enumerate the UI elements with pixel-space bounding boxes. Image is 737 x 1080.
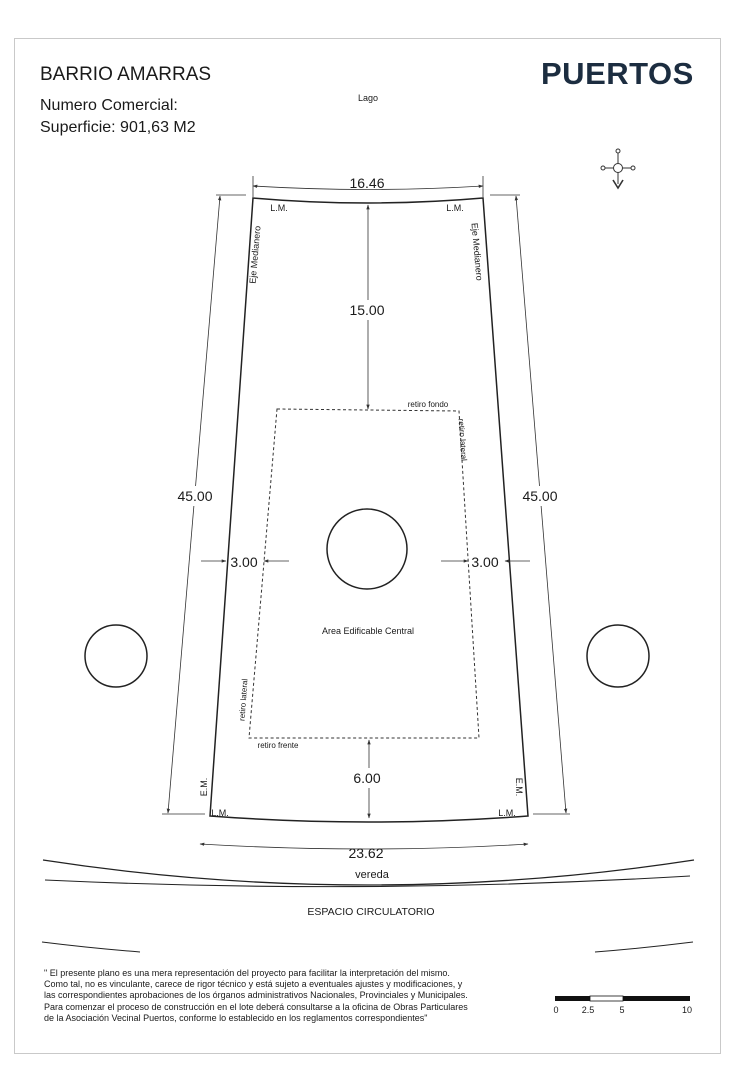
back-setback-bg xyxy=(346,300,390,320)
back-setback-label: 15.00 xyxy=(349,302,384,318)
bottom-width-label: 23.62 xyxy=(348,845,383,861)
buildable-area xyxy=(248,408,480,739)
right-side-setback-label: 3.00 xyxy=(471,554,498,570)
sheet-border xyxy=(14,38,721,1054)
scale-tick-10: 10 xyxy=(682,1005,692,1015)
vereda-lower-curve xyxy=(44,875,691,888)
disclaimer-line: las correspondientes aprobaciones de los… xyxy=(44,990,468,1001)
lower-left-curve xyxy=(41,941,141,953)
vereda-label: vereda xyxy=(355,869,390,881)
left-depth-label: 45.00 xyxy=(177,488,212,504)
front-setback-label: 6.00 xyxy=(353,770,380,786)
central-circle xyxy=(326,508,408,590)
scale-tick-2-5: 2.5 xyxy=(582,1005,595,1015)
lower-right-curve xyxy=(594,941,694,953)
disclaimer-line: Para comenzar el proceso de construcción… xyxy=(44,1001,468,1012)
disclaimer-line: Como tal, no es vinculante, carece de ri… xyxy=(44,979,463,990)
scale-tick-5: 5 xyxy=(619,1005,624,1015)
retiro-lateral-right-label: retiro lateral xyxy=(457,418,469,461)
lake-label: Lago xyxy=(358,93,378,103)
right-depth-label: 45.00 xyxy=(522,488,557,504)
page-title: BARRIO AMARRAS xyxy=(40,64,212,85)
lm-label-bottom-left: L.M. xyxy=(211,808,229,818)
disclaimer-line: " El presente plano es una mera represen… xyxy=(44,968,450,978)
eje-medianero-right: Eje Medianero xyxy=(469,222,484,281)
lm-label-top-left: L.M. xyxy=(270,203,288,213)
retiro-fondo-label: retiro fondo xyxy=(408,400,449,409)
left-circle xyxy=(84,624,148,688)
left-depth-bg xyxy=(174,486,214,506)
top-width-dimension xyxy=(252,176,484,197)
right-depth-bg xyxy=(520,486,560,506)
em-label-right: E.M. xyxy=(514,778,524,797)
em-label-left: E.M. xyxy=(199,778,209,797)
bottom-width-dimension xyxy=(199,842,529,850)
buildable-area-label: Area Edificable Central xyxy=(322,626,414,636)
scale-tick-0: 0 xyxy=(553,1005,558,1015)
retiro-lateral-left-label: retiro lateral xyxy=(238,678,250,721)
right-circle xyxy=(586,624,650,688)
lm-label-top-right: L.M. xyxy=(446,203,464,213)
front-setback-bg xyxy=(348,768,390,788)
top-width-label: 16.46 xyxy=(349,175,384,191)
retiro-frente-label: retiro frente xyxy=(258,741,299,750)
disclaimer-line: de la Asociación Vecinal Puertos, confor… xyxy=(44,1012,428,1023)
lot-boundary xyxy=(209,197,529,823)
vereda-upper-curve xyxy=(42,859,695,886)
brand-logo: PUERTOS xyxy=(541,56,694,91)
left-side-setback-label: 3.00 xyxy=(230,554,257,570)
disclaimer-text: " El presente plano es una mera represen… xyxy=(44,968,522,1024)
commercial-number: Numero Comercial: xyxy=(40,97,178,114)
compass-icon xyxy=(600,148,636,190)
lm-label-bottom-right: L.M. xyxy=(498,808,516,818)
surface-area: Superficie: 901,63 M2 xyxy=(40,119,196,136)
scale-bar xyxy=(555,995,690,1002)
espacio-circulatorio-label: ESPACIO CIRCULATORIO xyxy=(307,906,434,918)
